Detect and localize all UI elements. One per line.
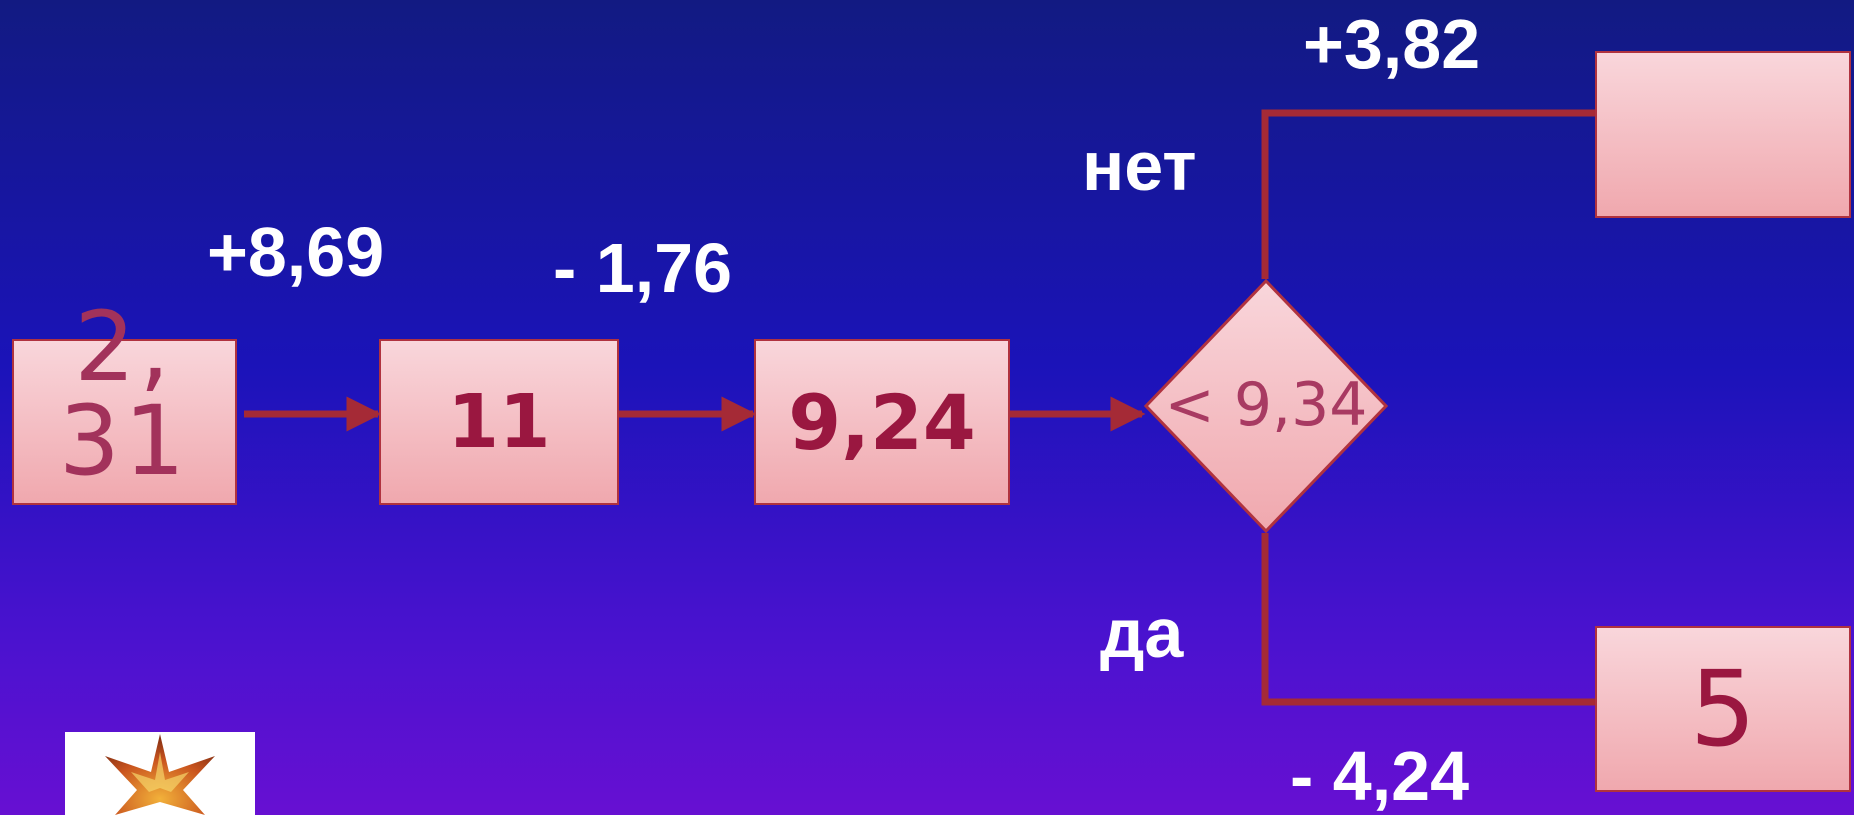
yes-result-box: 5	[1595, 626, 1851, 792]
step2-value: 9,24	[788, 377, 976, 467]
operation-subtract-first: - 1,76	[553, 229, 732, 307]
operation-add-first: +8,69	[207, 213, 385, 291]
step1-box: 11	[379, 339, 619, 505]
operation-subtract-yes-branch: - 4,24	[1290, 737, 1469, 815]
condition-text: < 9,34	[1164, 370, 1368, 440]
branch-label-yes: да	[1100, 594, 1184, 672]
input-value: 2,31	[12, 291, 236, 497]
branch-label-no: нет	[1082, 127, 1197, 205]
no-result-box	[1595, 51, 1851, 218]
yes-branch-line	[1261, 533, 1595, 706]
yes-result-value: 5	[1689, 648, 1757, 770]
logo-card[interactable]	[65, 732, 255, 815]
input-box	[12, 339, 237, 505]
input-value-text: 2,31	[58, 291, 190, 497]
maple-leaf-logo-icon	[105, 734, 215, 815]
operation-add-no-branch: +3,82	[1303, 5, 1481, 83]
step1-value: 11	[447, 379, 551, 465]
no-branch-line	[1261, 109, 1595, 279]
condition-diamond	[1144, 279, 1388, 533]
step2-box: 9,24	[754, 339, 1010, 505]
